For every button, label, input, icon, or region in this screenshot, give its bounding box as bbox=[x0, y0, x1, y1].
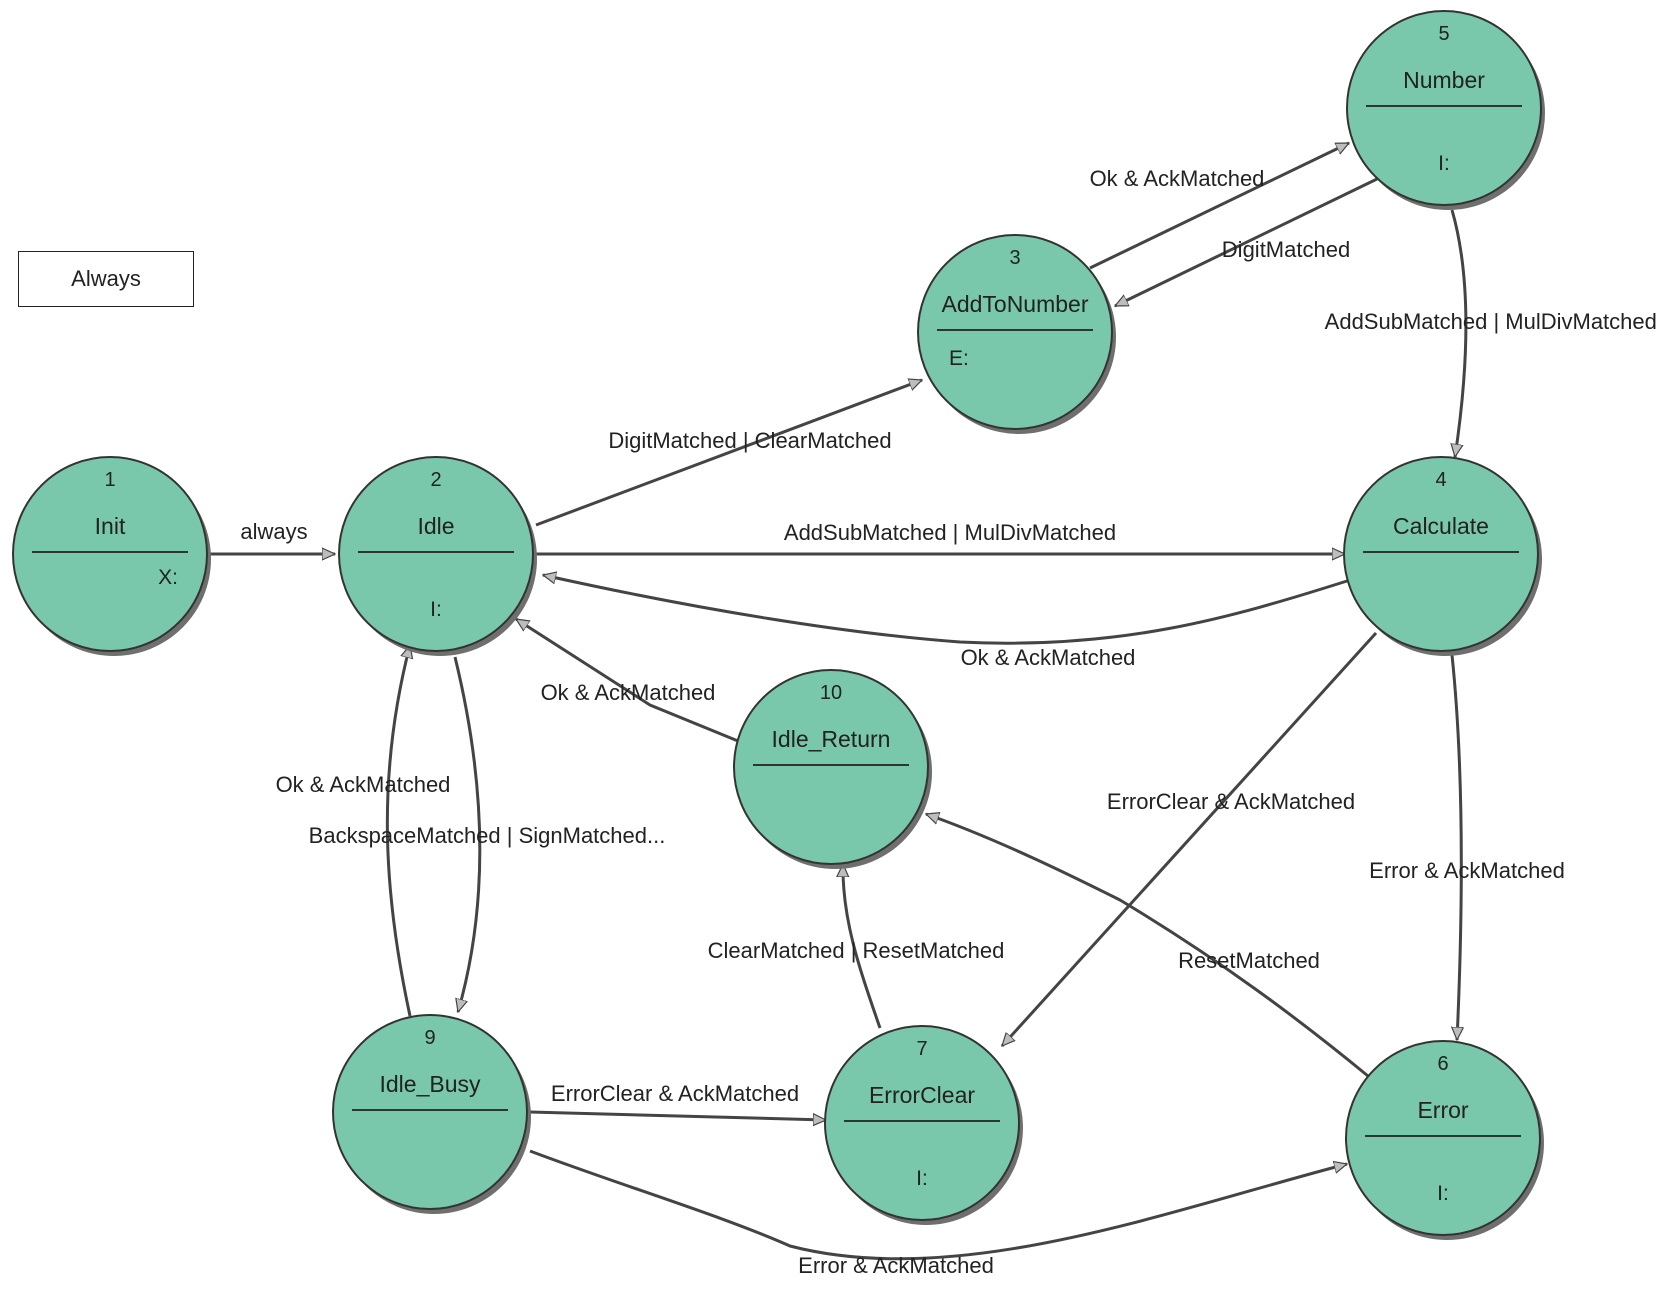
transition-label-t-error-return: ResetMatched bbox=[1178, 948, 1320, 973]
state-circle bbox=[824, 1025, 1020, 1221]
transition-arrow-t-error-return bbox=[926, 814, 1369, 1078]
state-number: 1 bbox=[104, 469, 115, 491]
transition-label-t-busy-error: Error & AckMatched bbox=[798, 1253, 994, 1278]
transition-label-t-number-calc: AddSubMatched | MulDivMatched ... bbox=[1325, 309, 1664, 334]
state-action: I: bbox=[430, 598, 442, 621]
transition-arrow-t-errclear-return bbox=[843, 864, 882, 1029]
state-action: I: bbox=[916, 1167, 928, 1190]
state-name: AddToNumber bbox=[941, 291, 1088, 317]
transition-arrow-t-addtonum-number bbox=[1089, 141, 1349, 270]
transition-label-t-busy-idle: Ok & AckMatched bbox=[276, 772, 451, 797]
always-legend-box: Always bbox=[18, 251, 194, 307]
transition-arrow-t-idle-busy bbox=[453, 656, 482, 1012]
state-name: ErrorClear bbox=[869, 1082, 975, 1108]
transition-arrow-t-calc-error bbox=[1450, 654, 1461, 1040]
always-legend-label: Always bbox=[71, 266, 141, 291]
state-nodes: 1InitX:2IdleI:3AddToNumberE:4Calculate5N… bbox=[12, 10, 1545, 1240]
state-name: Error bbox=[1417, 1097, 1468, 1123]
state-circle bbox=[332, 1014, 528, 1210]
state-number: 9 bbox=[424, 1027, 435, 1049]
state-action: I: bbox=[1437, 1182, 1449, 1205]
transition-lines bbox=[205, 141, 1468, 1261]
state-circle bbox=[733, 669, 929, 865]
transition-arrow-t-number-addtonum bbox=[1115, 177, 1378, 308]
transition-label-t-busy-errclear: ErrorClear & AckMatched bbox=[551, 1081, 799, 1106]
transition-label-t-number-addtonum: DigitMatched bbox=[1222, 237, 1350, 262]
transition-arrow-t-return-idle bbox=[516, 617, 739, 743]
transition-label-t-calc-errclear: ErrorClear & AckMatched bbox=[1107, 789, 1355, 814]
transition-arrow-t-calc-errclear bbox=[1000, 631, 1378, 1046]
transition-labels: always DigitMatched | ClearMatched Ok & Ac… bbox=[240, 166, 1664, 1278]
state-name: Idle_Busy bbox=[379, 1071, 481, 1097]
state-circle bbox=[338, 456, 534, 652]
state-number: 2 bbox=[430, 469, 441, 491]
transition-label-t-return-idle: Ok & AckMatched bbox=[541, 680, 716, 705]
transition-arrow-t-busy-error bbox=[529, 1149, 1347, 1261]
state-number: 7 bbox=[916, 1038, 927, 1060]
state-action: I: bbox=[1438, 152, 1450, 175]
transition-arrow-t-calc-idle bbox=[543, 575, 1348, 645]
state-number: 10 bbox=[820, 682, 842, 704]
state-number: 4 bbox=[1435, 469, 1446, 491]
transition-label-t-calc-idle: Ok & AckMatched bbox=[961, 645, 1136, 670]
transition-arrow-t-busy-errclear bbox=[529, 1110, 826, 1120]
transition-arrow-t-number-calc bbox=[1452, 209, 1468, 457]
transition-label-t-idle-busy: BackspaceMatched | SignMatched... bbox=[309, 823, 666, 848]
state-action: E: bbox=[949, 347, 969, 370]
transition-arrow-t-busy-idle bbox=[385, 645, 410, 1017]
transition-label-t-errclear-return: ClearMatched | ResetMatched bbox=[708, 938, 1005, 963]
transition-label-t-addtonum-number: Ok & AckMatched bbox=[1090, 166, 1265, 191]
state-circle bbox=[12, 456, 208, 652]
state-name: Init bbox=[95, 513, 126, 539]
state-number: 6 bbox=[1437, 1053, 1448, 1075]
state-name: Number bbox=[1403, 67, 1485, 93]
transition-label-t-idle-calc: AddSubMatched | MulDivMatched bbox=[784, 520, 1116, 545]
state-name: Calculate bbox=[1393, 513, 1489, 539]
state-circle bbox=[1346, 10, 1542, 206]
state-action: X: bbox=[158, 566, 178, 589]
state-circle bbox=[917, 234, 1113, 430]
transition-label-t-idle-addtonum: DigitMatched | ClearMatched bbox=[608, 428, 891, 453]
transition-label-t-calc-error: Error & AckMatched bbox=[1369, 858, 1565, 883]
transition-arrow-t-idle-addtonum bbox=[535, 380, 922, 527]
state-number: 3 bbox=[1009, 247, 1020, 269]
state-number: 5 bbox=[1438, 23, 1449, 45]
state-circle bbox=[1345, 1040, 1541, 1236]
state-name: Idle_Return bbox=[772, 726, 891, 752]
state-name: Idle bbox=[417, 513, 454, 539]
transition-label-t-init-idle: always bbox=[240, 519, 307, 544]
state-circle bbox=[1343, 456, 1539, 652]
